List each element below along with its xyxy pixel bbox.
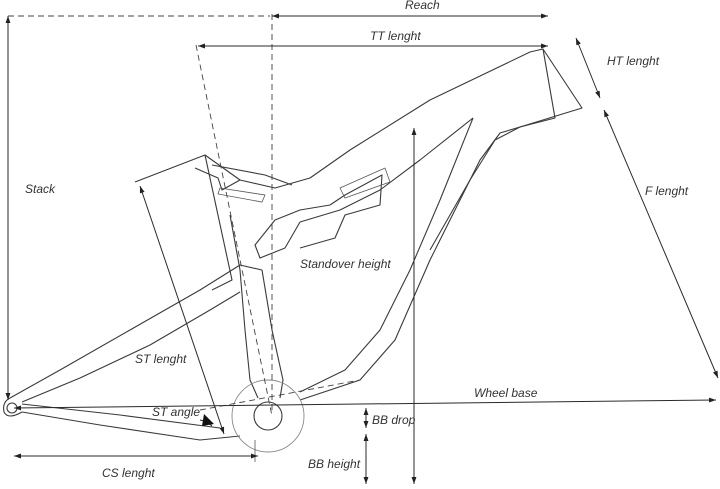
seat-stay-top [134,154,233,291]
bottom-bracket-outer [231,379,305,453]
reference-lines [8,14,361,462]
st-angle-marker [202,414,214,426]
rocker-slot [217,187,266,203]
ht-length-label: HT lenght [607,54,660,68]
shock-mount [254,174,383,259]
wheel-base-label: Wheel base [474,386,538,400]
f-length-label: F lenght [645,184,689,198]
rocker-link [194,154,241,191]
seat-tube-axis-dashed [195,44,273,417]
top-tube-underside [429,48,556,251]
reach-label: Reach [405,0,440,12]
bottom-bracket-shell [253,401,283,431]
wheel-base-arrow [13,397,717,411]
tt-length-label: TT lenght [370,29,421,43]
bb-height-label: BB height [308,457,361,471]
down-tube-top [299,117,474,223]
stack-label: Stack [25,182,56,196]
st-length-arrow [139,185,225,435]
dimension-arrows [5,13,719,484]
linkage-detail [339,167,391,199]
st-length-label: ST lenght [135,352,187,366]
rear-dropout [3,397,23,417]
ht-length-arrow [575,37,601,99]
f-length-arrow [603,109,719,379]
bb-drop-dashed [199,379,361,411]
seat-stay [9,264,263,399]
seat-tube-rear [261,269,284,399]
seat-tube [229,214,259,399]
down-tube-inner [299,117,474,393]
rocker-upper [211,164,293,186]
head-tube [519,48,583,128]
top-tube [239,51,531,189]
st-angle-label: ST angle [152,405,200,419]
standover-height-label: Standover height [300,257,391,271]
cs-length-label: CS lenght [102,466,155,480]
bb-drop-label: BB drop [372,413,416,427]
dimension-labels: Reach TT lenght HT lenght Stack F lenght… [25,0,689,480]
